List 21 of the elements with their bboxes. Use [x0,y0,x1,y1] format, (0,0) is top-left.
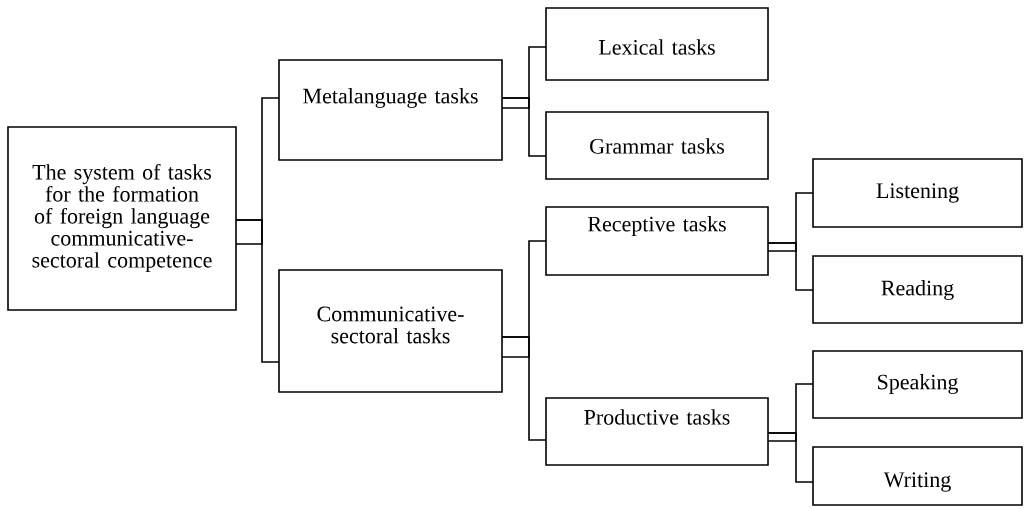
connector [501,336,547,441]
task-box: Listening [812,158,1023,228]
task-box: Productive tasks [545,397,769,466]
task-box: Communicative-sectoral tasks [278,269,503,393]
connector [501,97,547,157]
connector [501,97,530,109]
connector [767,242,797,252]
task-box: Speaking [812,350,1023,419]
connector [767,242,814,291]
task-box: Lexical tasks [545,7,769,81]
connector [235,219,280,363]
task-box: Grammar tasks [545,111,769,180]
task-box: Metalanguage tasks [278,59,503,161]
task-box: Writing [812,446,1023,506]
connector [501,336,530,358]
connector [767,432,814,483]
task-box: Reading [812,255,1023,324]
task-box: The system of tasks for the formation of foreign language communicative-sectoral competence [7,126,237,311]
task-box: Receptive tasks [545,206,769,276]
connector [235,219,263,245]
connector [767,432,797,442]
